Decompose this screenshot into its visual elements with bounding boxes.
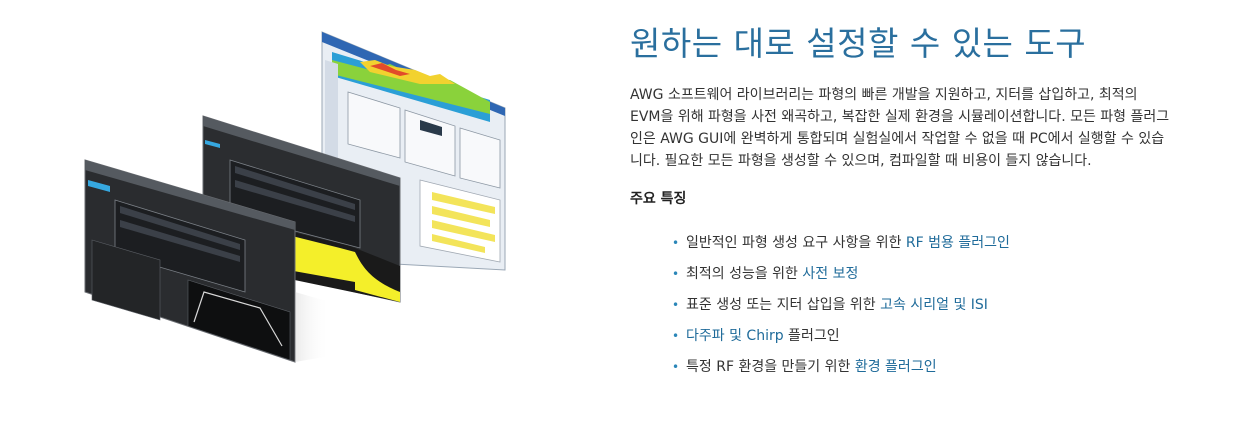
- feature-item: • 최적의 성능을 위한 사전 보정: [672, 259, 1170, 290]
- feature-link[interactable]: 고속 시리얼 및 ISI: [880, 297, 988, 313]
- bullet-icon: •: [672, 360, 680, 374]
- bullet-icon: •: [672, 329, 680, 343]
- features-list: • 일반적인 파형 생성 요구 사항을 위한 RF 범용 플러그인 • 최적의 …: [630, 228, 1170, 383]
- bullet-icon: •: [672, 267, 680, 281]
- feature-item: • 표준 생성 또는 지터 삽입을 위한 고속 시리얼 및 ISI: [672, 290, 1170, 321]
- bullet-icon: •: [672, 298, 680, 312]
- feature-item: • 다주파 및 Chirp 플러그인: [672, 321, 1170, 352]
- feature-link[interactable]: 환경 플러그인: [854, 359, 937, 375]
- feature-section: 원하는 대로 설정할 수 있는 도구 AWG 소프트웨어 라이브러리는 파형의 …: [630, 22, 1170, 383]
- features-heading: 주요 특징: [630, 191, 687, 207]
- feature-item: • 특정 RF 환경을 만들기 위한 환경 플러그인: [672, 352, 1170, 383]
- feature-link[interactable]: RF 범용 플러그인: [905, 235, 1010, 251]
- section-description: AWG 소프트웨어 라이브러리는 파형의 빠른 개발을 지원하고, 지터를 삽입…: [630, 87, 1170, 169]
- feature-link[interactable]: 사전 보정: [802, 266, 859, 282]
- bullet-icon: •: [672, 236, 680, 250]
- software-screens-illustration: [84, 31, 506, 363]
- feature-link[interactable]: 다주파 및 Chirp: [686, 328, 784, 344]
- section-title: 원하는 대로 설정할 수 있는 도구: [630, 24, 1087, 63]
- feature-item: • 일반적인 파형 생성 요구 사항을 위한 RF 범용 플러그인: [672, 228, 1170, 259]
